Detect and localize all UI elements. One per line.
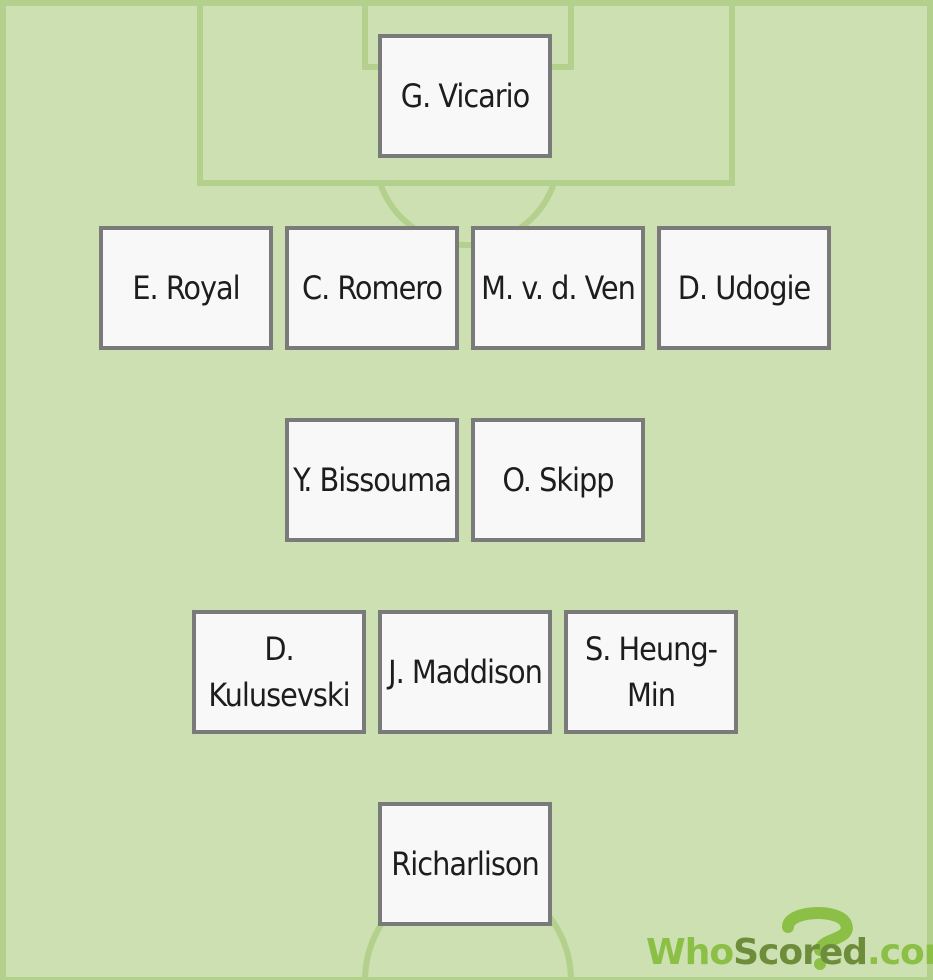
- player-card-defensive-midfielder-1[interactable]: Y. Bissouma: [285, 418, 459, 542]
- player-name: D. Udogie: [677, 268, 811, 307]
- player-name: C. Romero: [301, 268, 443, 307]
- player-card-attacking-midfielder-1[interactable]: D. Kulusevski: [192, 610, 366, 734]
- question-mark-icon: [782, 907, 853, 970]
- player-name: J. Maddison: [388, 652, 543, 691]
- player-card-defender-3[interactable]: M. v. d. Ven: [471, 226, 645, 350]
- player-card-attacking-midfielder-2[interactable]: J. Maddison: [378, 610, 552, 734]
- player-card-defender-2[interactable]: C. Romero: [285, 226, 459, 350]
- player-name: S. Heung-Min: [584, 629, 718, 714]
- logo-scored: Scored: [733, 932, 868, 973]
- player-card-forward[interactable]: Richarlison: [378, 802, 552, 926]
- logo-who: Who: [646, 932, 734, 973]
- player-name: E. Royal: [132, 268, 240, 307]
- player-card-attacking-midfielder-3[interactable]: S. Heung-Min: [564, 610, 738, 734]
- player-name: G. Vicario: [400, 76, 530, 115]
- whoscored-logo: WhoScored.com: [646, 902, 933, 974]
- player-name: O. Skipp: [502, 460, 614, 499]
- player-card-goalkeeper[interactable]: G. Vicario: [378, 34, 552, 158]
- player-card-defensive-midfielder-2[interactable]: O. Skipp: [471, 418, 645, 542]
- logo-dot-com: .com: [867, 932, 933, 973]
- logo-text: WhoScored.com: [646, 932, 933, 973]
- player-name: Richarlison: [391, 844, 539, 883]
- player-name: Y. Bissouma: [293, 460, 452, 499]
- player-name: D. Kulusevski: [208, 629, 350, 714]
- player-card-defender-4[interactable]: D. Udogie: [657, 226, 831, 350]
- player-name: M. v. d. Ven: [481, 268, 636, 307]
- player-card-defender-1[interactable]: E. Royal: [99, 226, 273, 350]
